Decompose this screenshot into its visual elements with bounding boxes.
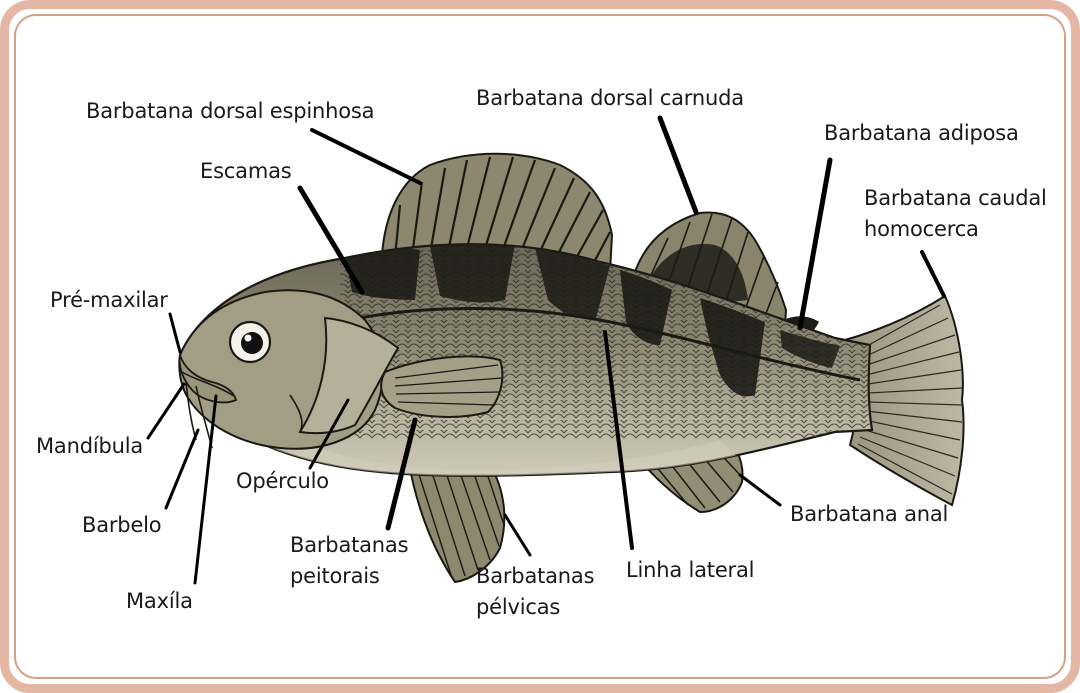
label-barbel: Barbelo [82, 512, 161, 539]
leader-mandibula [148, 384, 184, 438]
label-anal-fin: Barbatana anal [790, 501, 948, 528]
label-spiny-dorsal-fin: Barbatana dorsal espinhosa [86, 98, 374, 125]
leader-premaxilar [170, 314, 180, 352]
label-maxilla: Maxíla [126, 588, 193, 615]
label-mandible: Mandíbula [36, 433, 143, 460]
leader-carnuda [660, 118, 696, 212]
label-premaxilla: Pré-maxilar [50, 287, 168, 314]
label-pectoral-fins-line2: peitorais [290, 563, 380, 590]
label-soft-dorsal-fin: Barbatana dorsal carnuda [476, 85, 744, 112]
label-pelvic-fins-line2: pélvicas [476, 594, 560, 621]
leader-pelvicas [505, 515, 530, 555]
label-lateral-line: Linha lateral [626, 557, 754, 584]
label-caudal-fin-line1: Barbatana caudal [864, 185, 1047, 212]
label-caudal-fin-line2: homocerca [864, 216, 979, 243]
label-pelvic-fins-line1: Barbatanas [476, 563, 594, 590]
leader-adiposa [800, 160, 830, 328]
leader-barbelo [166, 430, 198, 508]
label-pectoral-fins-line1: Barbatanas [290, 532, 408, 559]
label-adipose-fin: Barbatana adiposa [824, 120, 1019, 147]
label-scales: Escamas [200, 158, 292, 185]
leader-anal [740, 475, 780, 505]
leader-espinhosa [312, 130, 420, 183]
label-operculum: Opérculo [236, 468, 329, 495]
leader-caudal [922, 252, 944, 296]
